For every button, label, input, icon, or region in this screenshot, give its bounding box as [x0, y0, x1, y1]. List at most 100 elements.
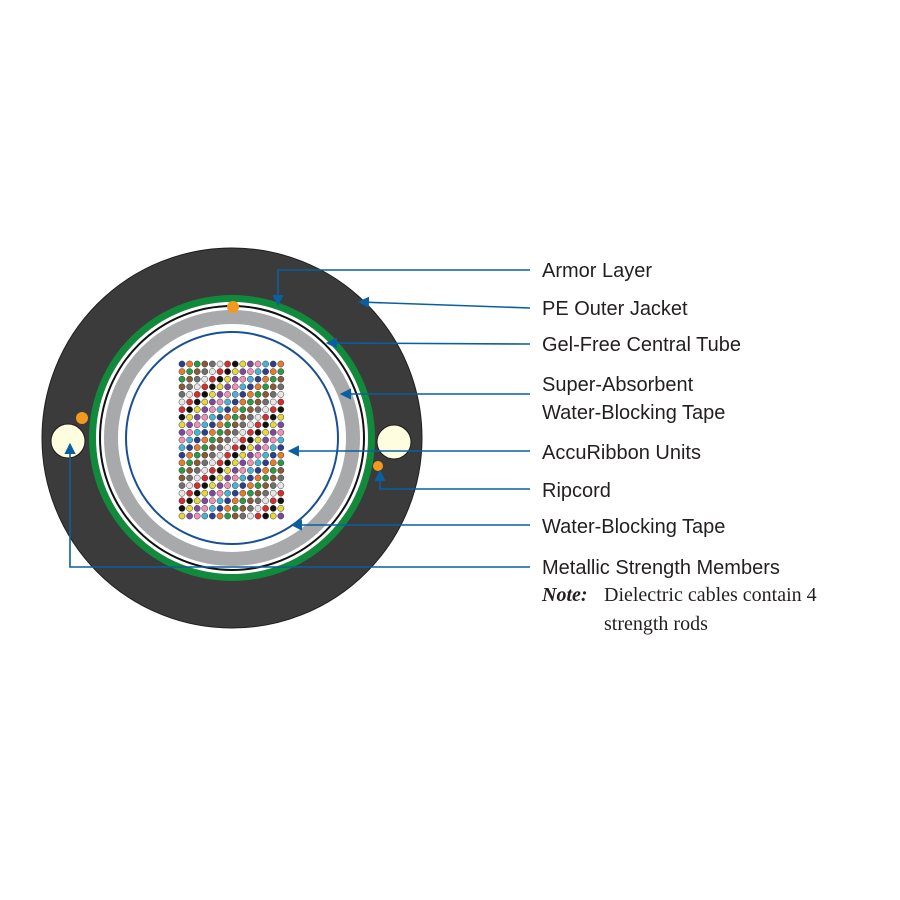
- fiber-dot: [231, 451, 239, 459]
- fiber-dot: [262, 383, 269, 391]
- fiber-dot: [277, 482, 285, 489]
- fiber-dot: [277, 489, 285, 497]
- fiber-dot: [186, 451, 193, 459]
- fiber-dot: [201, 489, 209, 497]
- fiber-dot: [201, 360, 209, 368]
- fiber-dot: [239, 467, 247, 474]
- fiber-dot: [186, 444, 193, 451]
- fiber-dot: [178, 489, 186, 497]
- fiber-dot: [224, 413, 231, 421]
- fiber-dot: [262, 489, 269, 497]
- fiber-dot: [277, 459, 285, 467]
- fiber-dot: [201, 459, 209, 467]
- fiber-dot: [277, 375, 285, 383]
- fiber-dot: [269, 489, 277, 497]
- fiber-dot: [209, 406, 216, 413]
- fiber-dot: [209, 451, 216, 459]
- fiber-dot: [209, 474, 216, 482]
- fiber-dot: [247, 451, 254, 459]
- fiber-dot: [231, 413, 239, 421]
- fiber-dot: [277, 436, 285, 444]
- fiber-dot: [186, 474, 193, 482]
- label-pe-outer-jacket: PE Outer Jacket: [542, 298, 688, 320]
- fiber-dot: [224, 375, 231, 383]
- fiber-dot: [201, 444, 209, 451]
- fiber-dot: [247, 474, 254, 482]
- note-line2: strength rods: [604, 613, 708, 635]
- fiber-dot: [216, 451, 224, 459]
- fiber-dot: [247, 413, 254, 421]
- fiber-dot: [178, 398, 186, 406]
- fiber-dot: [239, 444, 247, 451]
- fiber-dot: [178, 375, 186, 383]
- fiber-dot: [262, 421, 269, 429]
- fiber-dot: [178, 383, 186, 391]
- fiber-dot: [277, 444, 285, 451]
- fiber-dot: [186, 429, 193, 436]
- fiber-dot: [209, 467, 216, 474]
- fiber-dot: [247, 383, 254, 391]
- fiber-dot: [269, 391, 277, 398]
- fiber-dot: [269, 375, 277, 383]
- fiber-dot: [178, 467, 186, 474]
- fiber-dot: [231, 398, 239, 406]
- fiber-dot: [186, 467, 193, 474]
- fiber-dot: [209, 375, 216, 383]
- fiber-dot: [254, 436, 262, 444]
- label-ripcord: Ripcord: [542, 480, 611, 502]
- fiber-dot: [254, 474, 262, 482]
- fiber-dot: [277, 383, 285, 391]
- fiber-dot: [216, 482, 224, 489]
- fiber-dot: [239, 474, 247, 482]
- fiber-dot: [209, 421, 216, 429]
- fiber-dot: [247, 489, 254, 497]
- fiber-dot: [269, 436, 277, 444]
- fiber-dot: [239, 512, 247, 520]
- fiber-dot: [201, 474, 209, 482]
- fiber-dot: [277, 406, 285, 413]
- fiber-dot: [254, 383, 262, 391]
- fiber-dot: [254, 421, 262, 429]
- fiber-dot: [216, 505, 224, 512]
- label-super-absorbent-line1: Super-Absorbent: [542, 374, 694, 396]
- fiber-dot: [178, 391, 186, 398]
- fiber-dot: [269, 368, 277, 375]
- fiber-dot: [277, 391, 285, 398]
- fiber-dot: [186, 398, 193, 406]
- fiber-dot: [269, 505, 277, 512]
- fiber-dot: [247, 398, 254, 406]
- fiber-dot: [186, 406, 193, 413]
- fiber-dot: [247, 512, 254, 520]
- fiber-dot: [216, 421, 224, 429]
- fiber-dot: [193, 436, 201, 444]
- fiber-dot: [239, 482, 247, 489]
- ripcord-left: [76, 412, 88, 424]
- fiber-dot: [269, 512, 277, 520]
- callout-labels: Armor Layer PE Outer Jacket Gel-Free Cen…: [541, 260, 817, 635]
- fiber-dot: [269, 444, 277, 451]
- fiber-dot: [209, 391, 216, 398]
- fiber-dot: [224, 421, 231, 429]
- fiber-dot: [269, 497, 277, 505]
- fiber-dot: [209, 489, 216, 497]
- fiber-dot: [178, 421, 186, 429]
- fiber-dot: [201, 383, 209, 391]
- fiber-dot: [247, 368, 254, 375]
- fiber-dot: [247, 436, 254, 444]
- fiber-dot: [193, 429, 201, 436]
- fiber-dot: [254, 444, 262, 451]
- fiber-dot: [231, 375, 239, 383]
- fiber-dot: [178, 482, 186, 489]
- fiber-dot: [231, 467, 239, 474]
- fiber-dot: [231, 421, 239, 429]
- fiber-dot: [216, 398, 224, 406]
- fiber-dot: [269, 451, 277, 459]
- fiber-dot: [216, 391, 224, 398]
- fiber-dot: [209, 383, 216, 391]
- fiber-dot: [209, 360, 216, 368]
- fiber-dot: [254, 505, 262, 512]
- fiber-dot: [247, 482, 254, 489]
- note-key: Note:: [541, 584, 588, 606]
- fiber-dot: [231, 368, 239, 375]
- fiber-dot: [216, 497, 224, 505]
